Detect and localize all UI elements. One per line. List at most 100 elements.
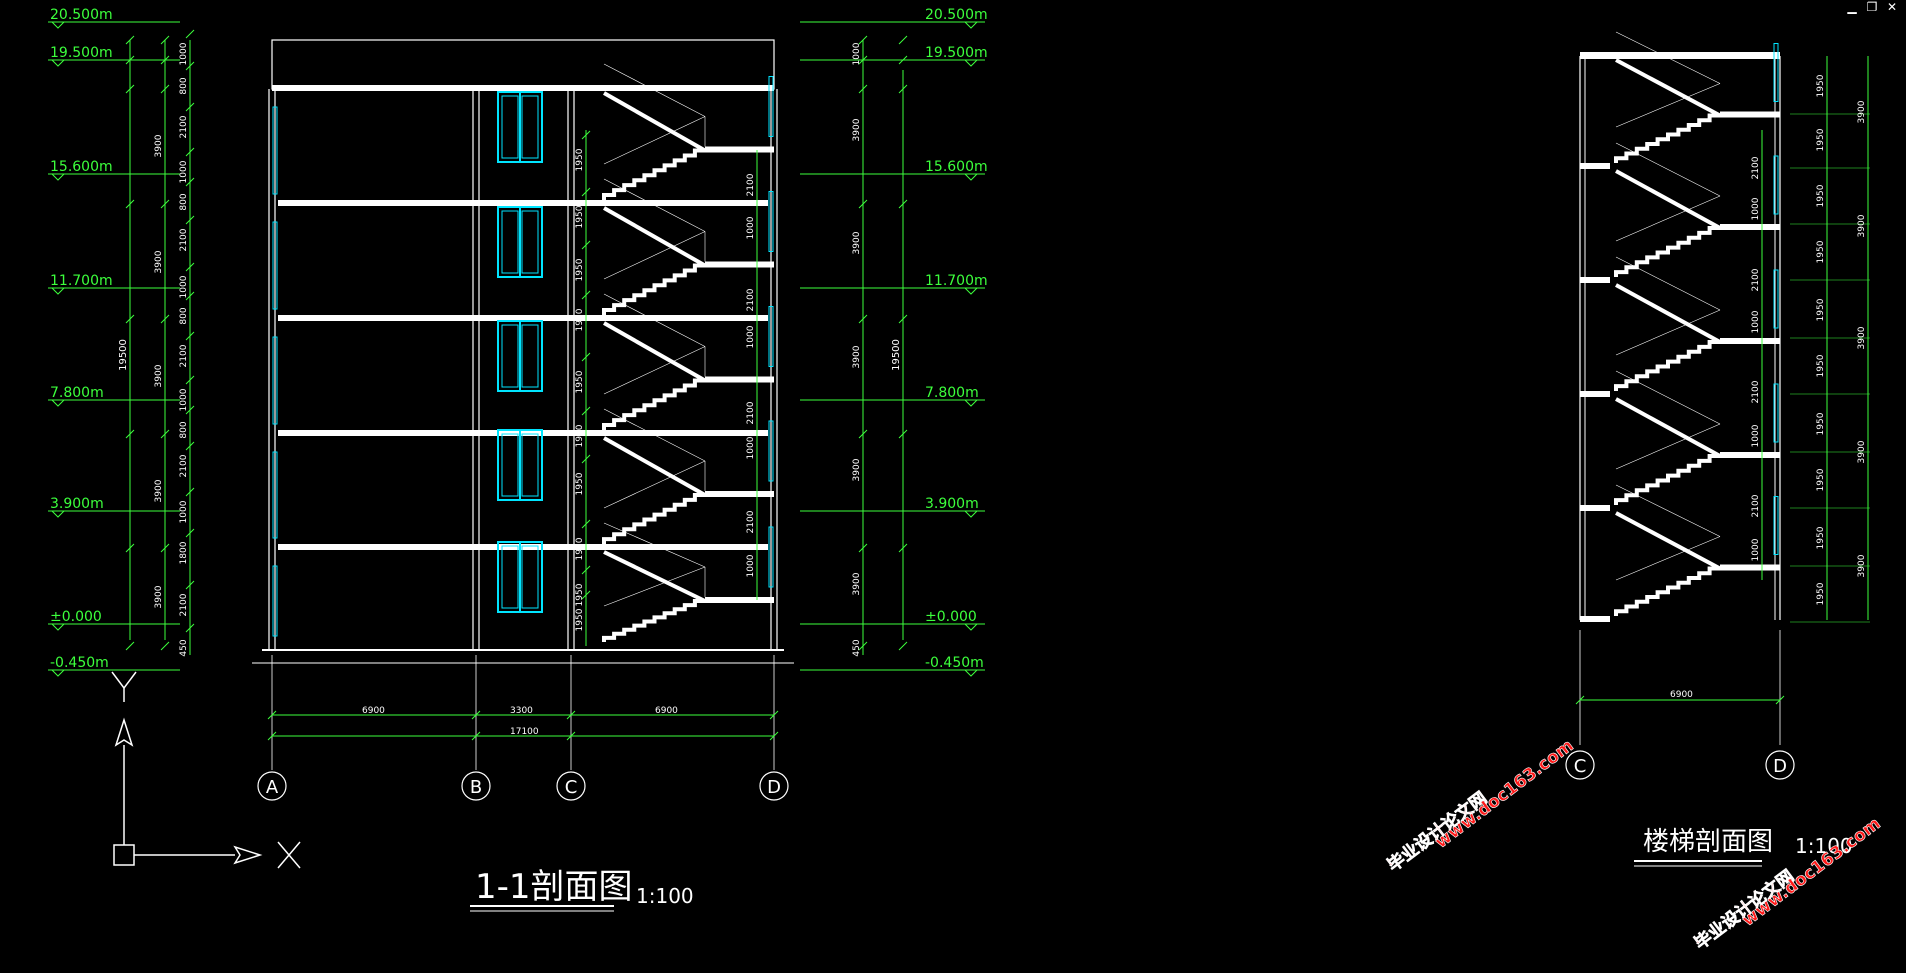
dim-tick — [160, 35, 170, 45]
stair-flight — [1614, 340, 1720, 391]
stair-window — [768, 191, 774, 252]
dim-tick — [185, 331, 195, 341]
level-mark-right: 3.900m — [925, 496, 979, 512]
dim-text-opening: 2100 — [179, 454, 189, 477]
dim-tick — [858, 641, 868, 651]
dim-text-window-right: 1000 — [746, 216, 756, 239]
window-left — [272, 221, 278, 310]
dim-text-stair-right: 1950 — [1816, 354, 1826, 377]
dim-text-floor-right: 3900 — [852, 458, 862, 481]
stair-flight-upper — [603, 206, 706, 268]
door-leaf — [501, 95, 519, 159]
dim-tick — [581, 406, 591, 416]
stair-window — [1773, 43, 1779, 102]
dim-tick — [581, 590, 591, 600]
dim-text-stair-window: 1000 — [1751, 197, 1761, 220]
stair-flight — [602, 599, 705, 642]
dim-tick — [898, 641, 908, 651]
stair-flight — [602, 378, 705, 430]
axis-bubble — [1765, 750, 1795, 780]
door-leaf — [521, 210, 539, 274]
dim-tick — [125, 84, 135, 94]
dim-tick — [160, 55, 170, 65]
level-symbol — [51, 173, 65, 181]
handrail — [603, 116, 706, 165]
dim-tick — [125, 641, 135, 651]
level-mark-left: 19.500m — [50, 45, 113, 61]
level-mark-right: -0.450m — [925, 655, 984, 671]
stair-flight — [602, 148, 705, 200]
level-symbol — [51, 21, 65, 29]
level-mark-right: 19.500m — [925, 45, 988, 61]
dim-text-floor: 3900 — [154, 250, 164, 273]
stair-landing — [705, 597, 774, 603]
handrail — [603, 178, 706, 232]
dim-tick — [581, 290, 591, 300]
dim-tick — [160, 543, 170, 553]
dim-text-floor-right: 3900 — [852, 231, 862, 254]
dim-text-opening: 800 — [179, 193, 189, 210]
level-mark-left: -0.450m — [50, 655, 109, 671]
dim-text-stair-right: 1950 — [1816, 240, 1826, 263]
dim-text-stair: 1950 — [575, 205, 585, 228]
dim-text-stair-window: 2100 — [1751, 380, 1761, 403]
stair-mid-landing — [1720, 452, 1780, 458]
roof-slab — [272, 85, 774, 91]
dim-tick — [185, 580, 195, 590]
floor-slab — [278, 544, 768, 550]
stair-mid-landing — [1720, 564, 1780, 571]
handrail — [1615, 370, 1721, 425]
stair-flight-upper — [1615, 397, 1721, 458]
dim-text-stair-width: 6900 — [1670, 690, 1693, 700]
watermark-1: 毕业设计论文网 www.doc163.com — [1383, 735, 1578, 876]
axis-bubble — [759, 771, 789, 801]
level-symbol — [51, 59, 65, 67]
dim-tick — [581, 519, 591, 529]
dim-tick — [858, 199, 868, 209]
dim-text-window-right: 2100 — [746, 510, 756, 533]
dim-text-stair-window: 2100 — [1751, 268, 1761, 291]
dim-text-total-width: 17100 — [510, 727, 539, 737]
dim-tick — [566, 731, 576, 741]
close-icon[interactable]: ✕ — [1886, 0, 1898, 14]
dim-text-total: 19500 — [118, 339, 129, 371]
level-symbol — [51, 510, 65, 518]
dim-text-stair-right: 1950 — [1816, 582, 1826, 605]
handrail — [1615, 83, 1721, 128]
handrail — [603, 293, 706, 347]
dim-text-opening: 800 — [179, 77, 189, 94]
dim-text-stair: 1950 — [575, 583, 585, 606]
dim-text-window-right: 1000 — [746, 325, 756, 348]
axis-label: B — [470, 777, 482, 798]
stair-floor-landing — [1580, 505, 1610, 511]
dim-tick — [858, 543, 868, 553]
axis-bubble — [461, 771, 491, 801]
dim-text-opening: 1800 — [179, 541, 189, 564]
stair-landing — [705, 146, 774, 153]
stair-landing — [705, 376, 774, 383]
dim-tick — [898, 543, 908, 553]
dim-text-stair-right: 1950 — [1816, 184, 1826, 207]
level-mark-left: 7.800m — [50, 385, 104, 401]
dim-text-opening: 2100 — [179, 115, 189, 138]
dim-text-stair: 1950 — [575, 537, 585, 560]
door-leaf — [521, 324, 539, 388]
dim-tick — [185, 291, 195, 301]
dim-text-floor-right: 1000 — [852, 42, 862, 65]
dim-text-window-right: 2100 — [746, 401, 756, 424]
restore-icon[interactable]: ❐ — [1866, 0, 1878, 14]
minimize-icon[interactable]: ▁ — [1847, 0, 1857, 14]
handrail — [603, 346, 706, 395]
dim-text-opening: 2100 — [179, 593, 189, 616]
svg-text:www.doc163.com: www.doc163.com — [1432, 736, 1578, 853]
handrail — [1615, 256, 1721, 311]
dim-text-stair: 1950 — [575, 258, 585, 281]
dim-text-stair-right: 1950 — [1816, 412, 1826, 435]
dim-tick — [125, 55, 135, 65]
dim-text-stair-right: 1950 — [1816, 128, 1826, 151]
stair-flight — [602, 263, 705, 315]
handrail — [603, 566, 706, 607]
dim-text-floor: 3900 — [154, 134, 164, 157]
axis-label: D — [1773, 756, 1787, 777]
